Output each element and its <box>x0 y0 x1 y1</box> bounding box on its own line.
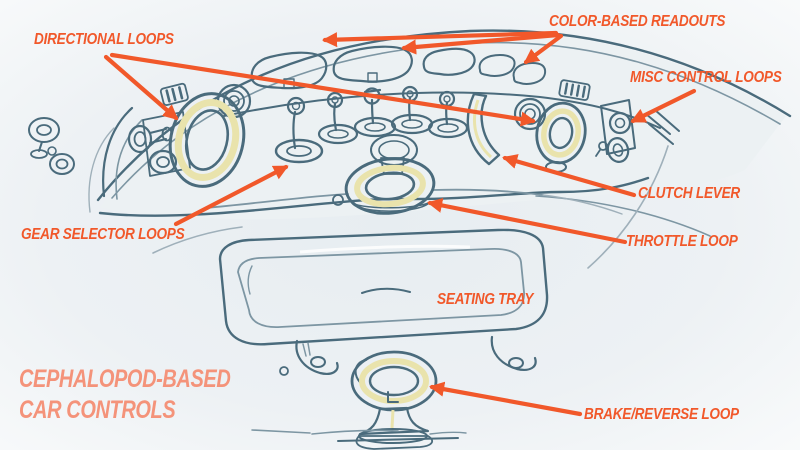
tray-left-leg <box>295 339 339 375</box>
misc-control-loops-sketch <box>595 99 636 163</box>
arrow-readout-purple <box>321 30 559 48</box>
arrow-throttle-loop <box>427 197 628 245</box>
dash-left-end <box>102 106 134 198</box>
right-directional-loop-sketch <box>513 97 587 173</box>
far-left-knobs <box>28 117 75 175</box>
tray-center-mark <box>361 287 411 294</box>
arrow-clutch-lever <box>502 154 637 198</box>
vent-grille-left <box>159 82 189 106</box>
arrow-readout-teal <box>400 32 561 55</box>
diagram-title-line2: CAR CONTROLS <box>19 396 176 424</box>
readout-teal-notch <box>367 72 378 83</box>
right-cockpit-swoosh <box>587 145 669 269</box>
label-seating-tray: SEATING TRAY <box>437 291 534 308</box>
arrow-misc-loops <box>630 88 697 124</box>
readout-green <box>422 47 476 76</box>
label-directional-loops: DIRECTIONAL LOOPS <box>34 31 174 48</box>
label-misc-control-loops: MISC CONTROL LOOPS <box>630 69 782 86</box>
tray-inner-outline <box>237 248 525 328</box>
readout-purple <box>250 51 328 90</box>
label-clutch-lever: CLUTCH LEVER <box>638 185 740 202</box>
left-cockpit-swoosh <box>152 226 243 254</box>
clutch-lever-sketch <box>466 92 501 166</box>
label-brake-reverse-loop: BRAKE/REVERSE LOOP <box>584 406 739 423</box>
brake-stem <box>358 406 430 436</box>
label-throttle-loop: THROTTLE LOOP <box>626 233 738 250</box>
arrow-gear-selector <box>173 164 289 227</box>
arrow-directional-left <box>103 54 179 121</box>
arrow-directional-right <box>109 52 536 127</box>
tray-right-leg <box>490 335 537 371</box>
seating-tray-sketch <box>218 228 549 376</box>
label-color-based-readouts: COLOR-BASED READOUTS <box>549 13 726 30</box>
readout-teal <box>332 45 413 83</box>
color-readouts-sketch <box>250 45 547 90</box>
hatch-strokes <box>645 109 680 145</box>
arrow-brake-loop <box>429 381 583 417</box>
callout-arrows <box>103 30 697 417</box>
brake-reverse-loop-sketch <box>251 350 467 450</box>
readout-yellow <box>512 61 547 85</box>
dash-left-pencil-line <box>88 127 115 213</box>
readout-yellow-green <box>478 53 516 77</box>
tray-outline <box>218 228 549 346</box>
left-directional-loop-sketch <box>168 83 252 188</box>
vent-grille-right <box>558 79 591 101</box>
diagram-title-line1: CEPHALOPOD-BASED <box>19 365 231 393</box>
throttle-loop-sketch <box>204 134 623 215</box>
arrow-readout-yellow <box>523 33 564 65</box>
label-gear-selector-loops: GEAR SELECTOR LOOPS <box>21 226 185 243</box>
